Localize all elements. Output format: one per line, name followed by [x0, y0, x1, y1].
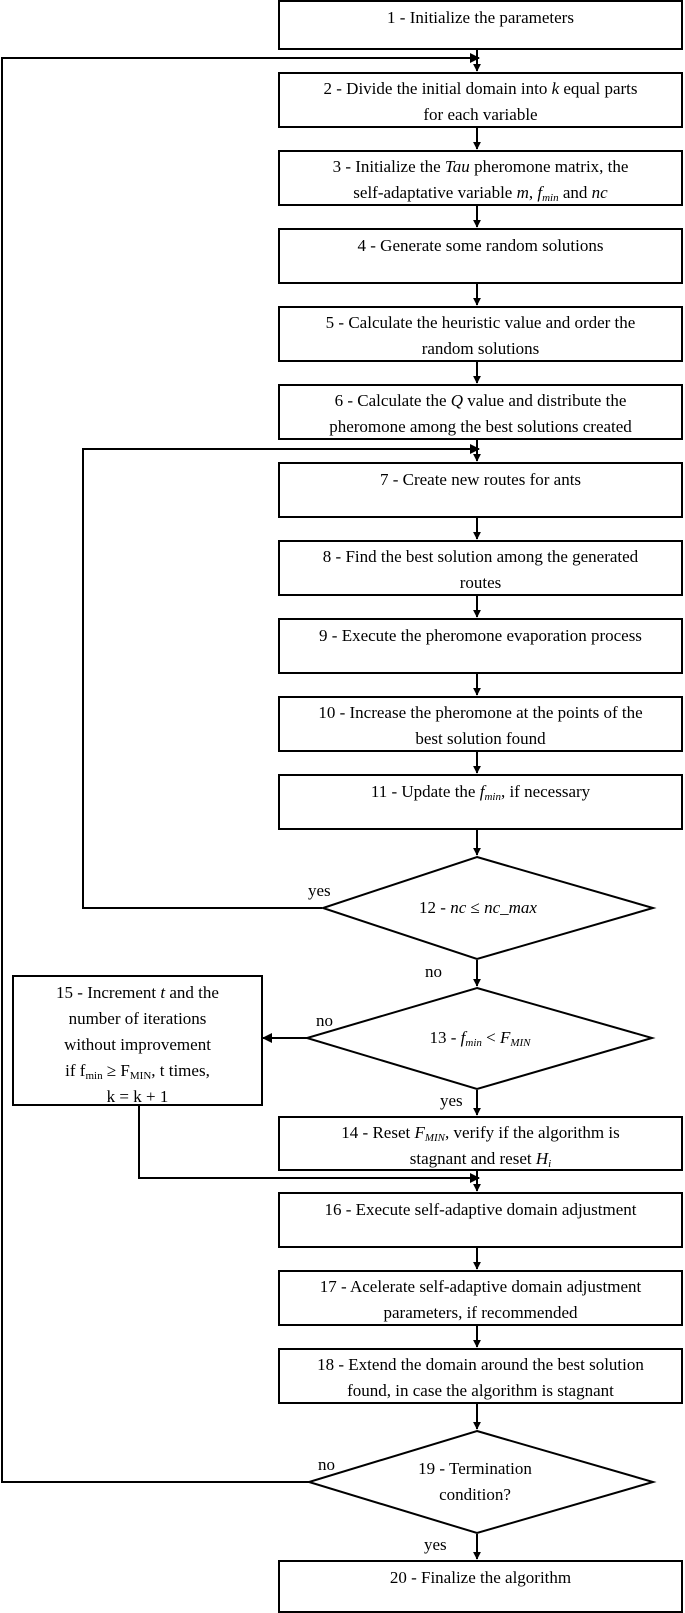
step-4-text: 4 - Generate some random solutions — [357, 236, 604, 255]
step-8-text: 8 - Find the best solution among the gen… — [322, 547, 639, 592]
step-15-text: 15 - Increment t and the number of itera… — [56, 983, 219, 1106]
step-3-text: 3 - Initialize the Tau pheromone matrix,… — [332, 157, 629, 204]
step-20-box: 20 - Finalize the algorithm — [278, 1560, 683, 1613]
step-5-box: 5 - Calculate the heuristic value and or… — [278, 306, 683, 362]
step-9-text: 9 - Execute the pheromone evaporation pr… — [319, 626, 642, 645]
decision-13-yes-label: yes — [440, 1091, 463, 1110]
step-7-text: 7 - Create new routes for ants — [379, 470, 582, 489]
step-18-box: 18 - Extend the domain around the best s… — [278, 1348, 683, 1404]
step-15-box: 15 - Increment t and the number of itera… — [12, 975, 263, 1106]
step-6-text: 6 - Calculate the Q value and distribute… — [329, 391, 632, 436]
step-2-box: 2 - Divide the initial domain into k equ… — [278, 72, 683, 128]
step-20-text: 20 - Finalize the algorithm — [389, 1568, 572, 1587]
step-1-text: 1 - Initialize the parameters — [387, 8, 574, 27]
step-3-box: 3 - Initialize the Tau pheromone matrix,… — [278, 150, 683, 206]
step-2-text: 2 - Divide the initial domain into k equ… — [323, 79, 638, 124]
step-11-text: 11 - Update the fmin, if necessary — [370, 782, 591, 803]
step-16-box: 16 - Execute self-adaptive domain adjust… — [278, 1192, 683, 1248]
decision-13-no-label: no — [316, 1011, 333, 1030]
loop-12-to-7 — [82, 444, 480, 909]
decision-12-diamond — [319, 855, 657, 961]
step-17-box: 17 - Acelerate self-adaptive domain adju… — [278, 1270, 683, 1326]
step-10-box: 10 - Increase the pheromone at the point… — [278, 696, 683, 752]
step-9-box: 9 - Execute the pheromone evaporation pr… — [278, 618, 683, 674]
decision-12-no-label: no — [425, 962, 442, 981]
step-4-box: 4 - Generate some random solutions — [278, 228, 683, 284]
decision-12-text: 12 - nc ≤ nc_max — [419, 898, 537, 917]
step-6-box: 6 - Calculate the Q value and distribute… — [278, 384, 683, 440]
step-10-text: 10 - Increase the pheromone at the point… — [318, 703, 643, 748]
step-7-box: 7 - Create new routes for ants — [278, 462, 683, 518]
step-16-text: 16 - Execute self-adaptive domain adjust… — [324, 1200, 637, 1219]
step-14-box: 14 - Reset FMIN, verify if the algorithm… — [278, 1116, 683, 1171]
decision-13-text: 13 - fmin < FMIN — [429, 1028, 531, 1049]
loop-19-to-2 — [1, 53, 480, 1483]
step-5-text: 5 - Calculate the heuristic value and or… — [325, 313, 636, 358]
step-18-text: 18 - Extend the domain around the best s… — [317, 1355, 644, 1400]
decision-19-diamond — [305, 1429, 657, 1535]
step-8-box: 8 - Find the best solution among the gen… — [278, 540, 683, 596]
decision-19-yes-label: yes — [424, 1535, 447, 1554]
step-1-box: 1 - Initialize the parameters — [278, 0, 683, 50]
step-11-box: 11 - Update the fmin, if necessary — [278, 774, 683, 830]
step-14-text: 14 - Reset FMIN, verify if the algorithm… — [341, 1123, 620, 1170]
step-17-text: 17 - Acelerate self-adaptive domain adju… — [319, 1277, 642, 1322]
join-15-to-16 — [138, 1104, 480, 1183]
decision-13-diamond — [303, 986, 656, 1091]
decision-12-yes-label: yes — [308, 881, 331, 900]
decision-19-no-label: no — [318, 1455, 335, 1474]
